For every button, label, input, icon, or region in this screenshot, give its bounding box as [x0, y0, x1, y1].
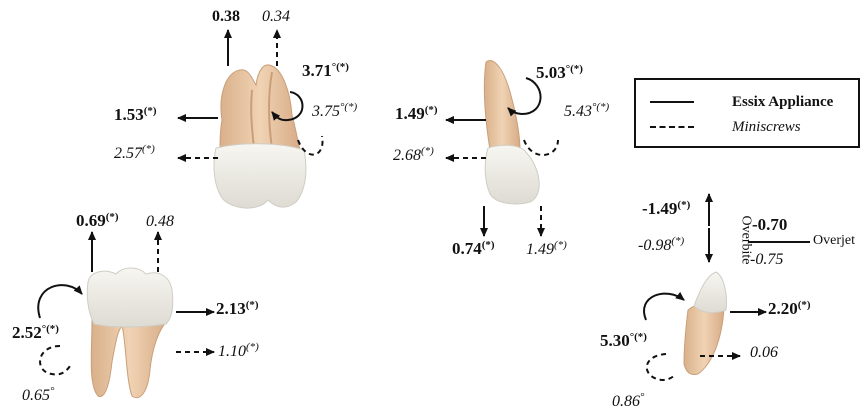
- rotation-arrow-miniscrews: [297, 135, 324, 156]
- legend-miniscrews-label: Miniscrews: [732, 119, 801, 135]
- legend: Essix Appliance Miniscrews: [634, 78, 860, 148]
- upper-molar-vertical-miniscrews: 0.34: [262, 8, 290, 25]
- lower-molar-vertical-essix: 0.69(*): [76, 211, 119, 230]
- legend-essix-label: Essix Appliance: [732, 94, 834, 110]
- lower-incisor-horizontal-miniscrews: 0.06: [750, 344, 778, 361]
- overjet-essix: -0.70: [752, 215, 788, 234]
- lower-incisor-horizontal-essix: 2.20(*): [768, 299, 811, 318]
- upper-incisor-arrows: [445, 77, 559, 237]
- rotation-arrow-miniscrews: [39, 345, 71, 376]
- overbite-essix: -1.49(*): [642, 199, 691, 218]
- lower-incisor-tooth: [683, 271, 727, 375]
- lower-molar-rotation-miniscrews: 0.65°: [22, 385, 55, 404]
- upper-incisor-tooth: [483, 60, 540, 205]
- overjet-label: Overjet: [813, 233, 855, 248]
- upper-incisor-vertical-miniscrews: 1.49(*): [526, 239, 567, 258]
- upper-molar-rotation-miniscrews: 3.75°(*): [312, 101, 358, 120]
- upper-molar-arrows: [177, 29, 324, 162]
- rotation-arrow-essix: [37, 284, 83, 319]
- lower-molar-vertical-miniscrews: 0.48: [146, 213, 174, 230]
- upper-incisor-rotation-miniscrews: 5.43°(*): [564, 101, 610, 120]
- rotation-arrow-essix: [643, 291, 685, 321]
- upper-molar-horizontal-miniscrews: 2.57(*): [114, 143, 155, 162]
- upper-incisor-vertical-essix: 0.74(*): [452, 239, 495, 258]
- upper-molar-tooth: [213, 64, 307, 209]
- lower-molar-horizontal-miniscrews: 1.10(*): [218, 341, 259, 360]
- lower-incisor-rotation-miniscrews: 0.86°: [612, 391, 645, 410]
- lower-incisor-rotation-essix: 5.30°(*): [600, 331, 647, 350]
- upper-incisor-horizontal-miniscrews: 2.68(*): [393, 145, 434, 164]
- lower-molar-tooth: [86, 267, 174, 399]
- upper-molar-rotation-essix: 3.71°(*): [302, 61, 349, 80]
- legend-solid-line: [650, 101, 694, 103]
- lower-molar-horizontal-essix: 2.13(*): [216, 299, 259, 318]
- lower-molar-rotation-essix: 2.52°(*): [12, 323, 59, 342]
- rotation-arrow-miniscrews: [523, 139, 559, 156]
- legend-dashed-line: [650, 126, 694, 128]
- overjet-miniscrews: -0.75: [750, 251, 784, 268]
- overbite-miniscrews: -0.98(*): [638, 235, 685, 254]
- upper-incisor-rotation-essix: 5.03°(*): [536, 63, 583, 82]
- rotation-arrow-essix: [271, 91, 304, 122]
- upper-molar-vertical-essix: 0.38: [212, 8, 240, 25]
- rotation-arrow-essix: [507, 77, 542, 117]
- upper-incisor-horizontal-essix: 1.49(*): [395, 104, 438, 123]
- lower-incisor-arrows: [643, 193, 810, 382]
- rotation-arrow-miniscrews: [645, 353, 677, 382]
- upper-molar-horizontal-essix: 1.53(*): [114, 105, 157, 124]
- lower-molar-arrows: [37, 231, 215, 376]
